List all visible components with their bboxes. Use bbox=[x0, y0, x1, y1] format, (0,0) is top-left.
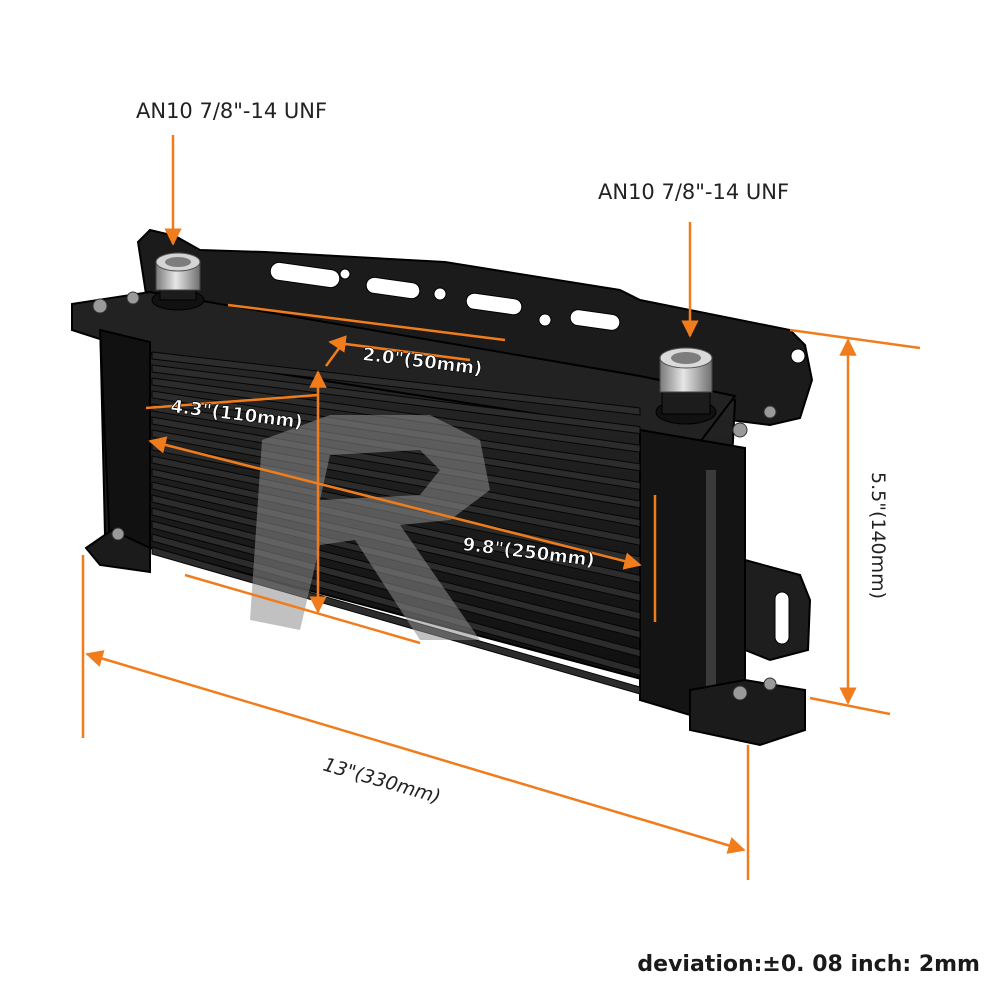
fitting-callout-right-label: AN10 7/8"-14 UNF bbox=[598, 180, 789, 204]
overall-height-label: 5.5"(140mm) bbox=[867, 472, 889, 599]
cooling-fin bbox=[151, 351, 641, 416]
an-fitting-icon bbox=[655, 347, 717, 425]
core-width-line bbox=[148, 436, 642, 570]
fitting-callout-left-label: AN10 7/8"-14 UNF bbox=[136, 99, 327, 123]
port-spacing-line bbox=[227, 303, 506, 342]
right-tank-highlight bbox=[706, 470, 716, 690]
overall-length-label: 13"(330mm) bbox=[321, 754, 443, 809]
core-height-bottom bbox=[184, 573, 421, 645]
bracket-slots bbox=[269, 261, 806, 364]
right-foot bbox=[689, 678, 806, 747]
port-spacing-leader bbox=[328, 335, 471, 362]
oil-cooler-icon bbox=[71, 228, 814, 747]
side-bracket-slot bbox=[774, 591, 790, 645]
overall-height-bottom bbox=[809, 696, 891, 716]
port-spacing-leader-b bbox=[324, 339, 347, 367]
overall-length-line bbox=[85, 650, 746, 854]
dimension-lines bbox=[81, 135, 921, 880]
core-height-top bbox=[145, 393, 319, 410]
tolerance-note: deviation:±0. 08 inch: 2mm bbox=[637, 952, 980, 977]
an-fitting-icon bbox=[151, 252, 205, 311]
cooling-fin bbox=[151, 364, 641, 435]
overall-height-top bbox=[789, 328, 921, 350]
